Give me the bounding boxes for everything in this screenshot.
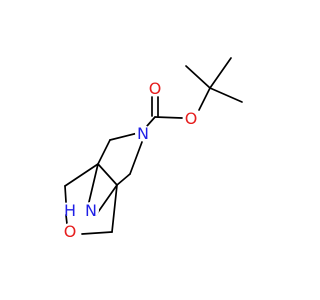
bond-layer [64,57,243,235]
nitrogen-bridge-label: N [85,201,97,220]
bridge-h-label: H [64,201,76,220]
oxygen-carbonyl-label: O [149,79,162,98]
bond-c-o-ester [198,87,211,111]
bond-o-ester-c [154,116,183,119]
bond-c-bridge-left [64,163,99,187]
atom-layer: N O O N H O [62,79,199,241]
bond-ch2-c-upper [97,139,111,165]
oxygen-ring-label: O [64,222,77,241]
bond-ring-fusion [97,163,118,186]
oxygen-ester-label: O [185,109,198,128]
bond-n-ch2-bottom [129,141,143,175]
bond-c-ch3-left [185,65,211,89]
bond-ch2-o [81,231,113,235]
bond-c-ch2-o [111,184,118,233]
bond-ch2-c-lower [116,173,131,186]
bond-c-n-ring [146,116,156,127]
molecule-structure: N O O N H O [62,57,243,241]
bond-n-bridge-c [95,184,118,216]
bond-bridge-down [64,185,67,203]
nitrogen-ring-label: N [137,124,149,143]
bond-o-ch2 [65,214,68,225]
bond-n-ch2-top [109,132,139,141]
bond-c-ch3-top [209,57,232,89]
bond-c-n-bridge [88,163,99,203]
bond-c-ch3-right [209,87,243,103]
